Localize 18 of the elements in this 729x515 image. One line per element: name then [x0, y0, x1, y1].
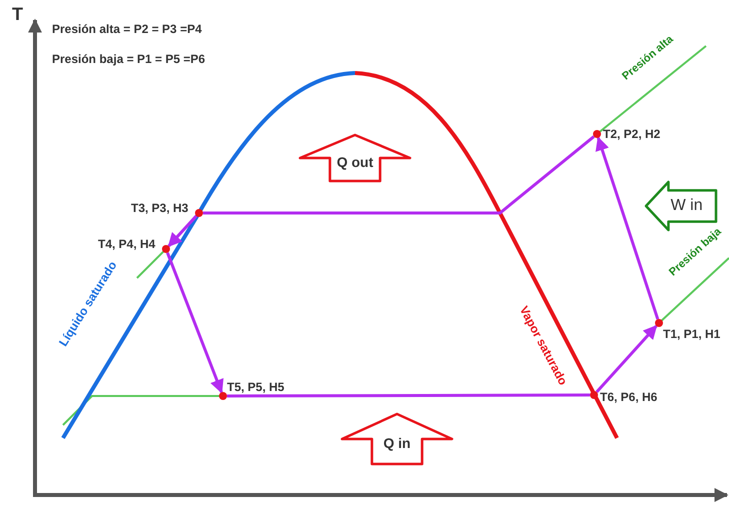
- arrow-label: W in: [670, 197, 703, 215]
- process-line: [203, 135, 595, 214]
- state-label: T1, P1, H1: [663, 327, 720, 341]
- note: Presión alta = P2 = P3 =P4: [52, 22, 202, 36]
- axis-label: T: [12, 4, 23, 25]
- process-arrow: [596, 136, 660, 320]
- process-arrow: [166, 252, 224, 394]
- state-label: T3, P3, H3: [131, 201, 188, 215]
- state-label: T2, P2, H2: [603, 127, 660, 141]
- process-arrow: [168, 214, 198, 248]
- state-label: T6, P6, H6: [600, 390, 658, 404]
- process-arrow: [596, 324, 658, 394]
- state-label: T4, P4, H4: [98, 237, 156, 251]
- state-label: T5, P5, H5: [227, 380, 284, 394]
- process-line: [227, 394, 590, 398]
- arrow-label: Q out: [336, 154, 374, 170]
- arrow-label: Q in: [383, 435, 411, 451]
- note: Presión baja = P1 = P5 =P6: [52, 52, 206, 66]
